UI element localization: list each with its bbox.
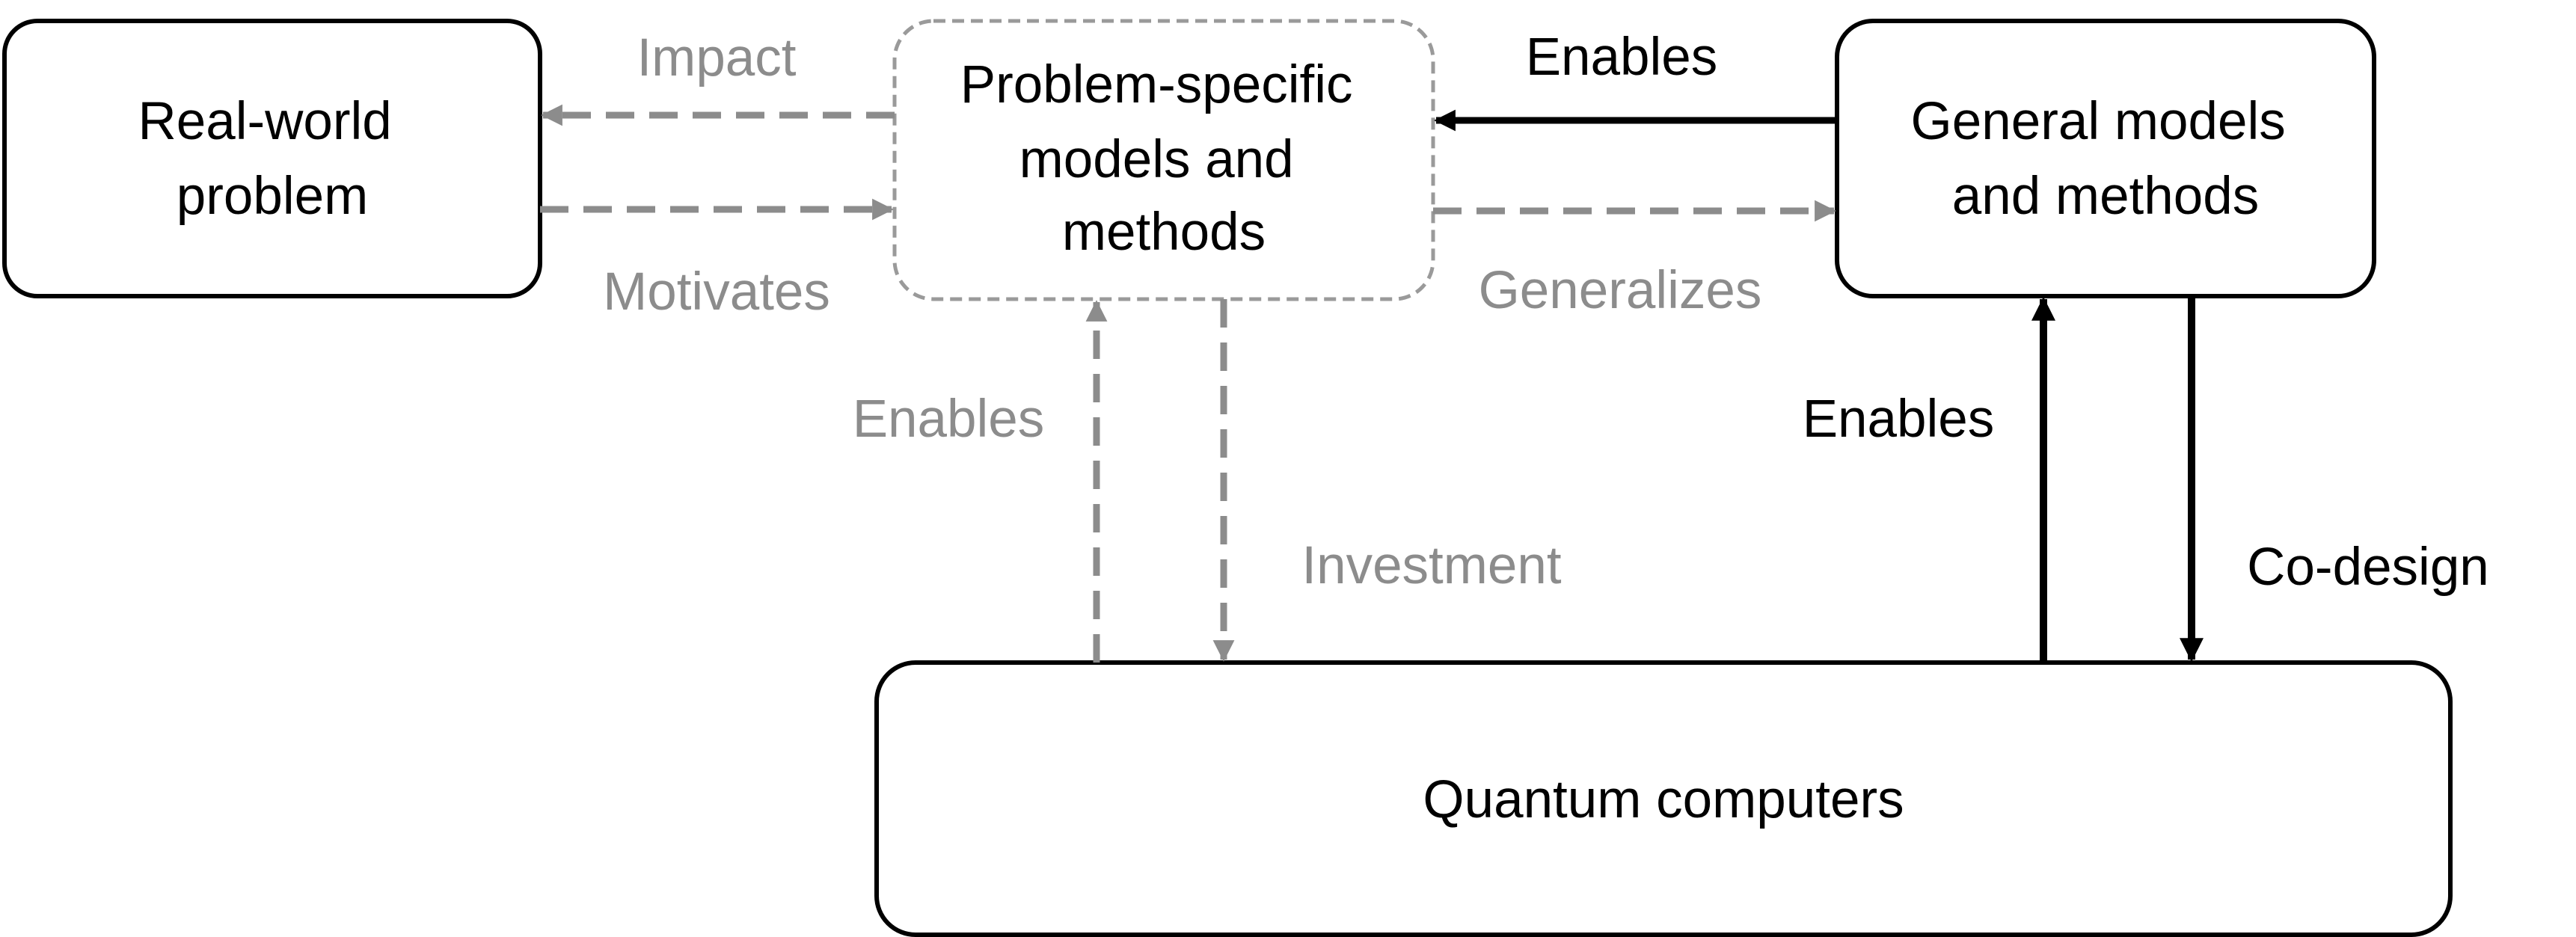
edge-motivates-label: Motivates (603, 262, 830, 322)
svg-text:Problem-specific models: Problem-specific models and methods (960, 55, 1368, 262)
node-quantum-computers-box (874, 660, 2453, 937)
edge-enables-general-to-specific-label: Enables (1526, 28, 1718, 87)
svg-text:General models and metho: General models and methods (1911, 92, 2301, 226)
edge-investment-label: Investment (1301, 536, 1562, 595)
edge-enables-quantum-to-specific-label: Enables (853, 390, 1045, 449)
edge-generalizes-label: Generalizes (1479, 261, 1762, 320)
node-problem-specific-models-box (892, 19, 1435, 301)
node-real-world-problem-line-2: problem (177, 167, 369, 226)
node-problem-specific-line-1: Problem-specific (960, 55, 1353, 114)
node-general-models: General models and methods (1835, 19, 2376, 298)
node-real-world-problem-box (2, 19, 542, 298)
svg-text:Quantum computers: Quantum computers (1423, 770, 1904, 829)
node-quantum-computers-line-1: Quantum computers (1423, 770, 1904, 829)
node-real-world-problem: Real-world problem (2, 19, 542, 298)
edge-enables-quantum-to-general-label: Enables (1803, 390, 1995, 449)
node-quantum-computers: Quantum computers (874, 660, 2453, 937)
node-problem-specific-models: Problem-specific models and methods (892, 19, 1435, 301)
svg-text:Real-world problem: Real-world problem (138, 92, 406, 226)
node-general-models-box (1835, 19, 2376, 298)
edge-impact-label: Impact (637, 28, 796, 87)
node-general-models-line-1: General models (1911, 92, 2286, 151)
node-problem-specific-line-2: models and (1019, 130, 1294, 189)
node-real-world-problem-line-1: Real-world (138, 92, 391, 151)
node-general-models-line-2: and methods (1952, 167, 2260, 226)
node-problem-specific-line-3: methods (1062, 203, 1266, 262)
edge-co-design-label: Co-design (2247, 538, 2489, 597)
